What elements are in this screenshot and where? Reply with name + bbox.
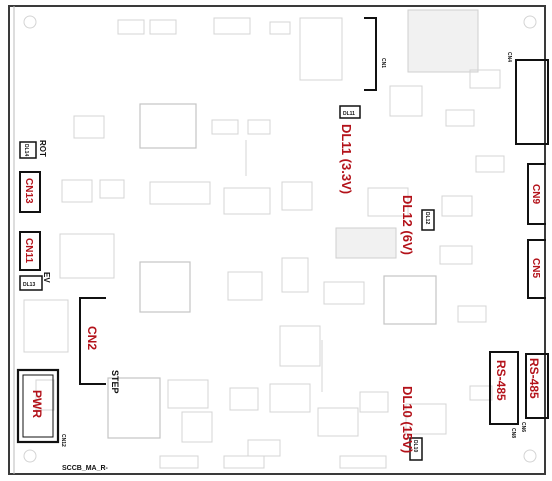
- pwr-connector: PWR CN12: [16, 368, 66, 447]
- dl12-tag: DL12: [424, 212, 430, 224]
- rs485-cn6-connector: RS-485 CN6: [520, 353, 549, 432]
- cn13-label: CN13: [23, 178, 34, 204]
- rs485-b-label: RS-485: [527, 358, 541, 399]
- cn2-label: CN2: [85, 326, 99, 350]
- dl12-label: DL12 (6V): [400, 195, 415, 255]
- pwr-label: PWR: [30, 390, 44, 418]
- ev-led: DL13 EV: [19, 272, 51, 291]
- cn5-label: CN5: [530, 258, 541, 278]
- cn1-bracket: CN1: [364, 17, 386, 91]
- cn6-label: CN6: [520, 422, 526, 432]
- cn9-connector: CN9: [527, 163, 546, 225]
- board-id: SCCB_MA_R-: [62, 465, 109, 472]
- cn12-label: CN12: [60, 434, 66, 447]
- ev-label: EV: [42, 272, 51, 283]
- background-components: [23, 9, 537, 469]
- dl10-label: DL10 (15V): [400, 386, 415, 453]
- cn4-connector: CN4: [506, 52, 549, 145]
- dl13-tag: DL13: [23, 282, 35, 288]
- rs485-cn8-connector: RS-485 CN8: [489, 351, 519, 438]
- cn2-connector: CN2 STEP: [79, 297, 120, 394]
- cn5-connector: CN5: [527, 239, 546, 299]
- dl11-led: DL11 DL11 (3.3V): [339, 105, 361, 194]
- rs485-a-label: RS-485: [494, 360, 508, 401]
- cn13-connector: CN13: [19, 171, 41, 213]
- step-label: STEP: [110, 370, 120, 394]
- dl11-tag: DL11: [343, 111, 355, 117]
- dl14-tag: DL14: [23, 144, 29, 156]
- cn11-label: CN11: [23, 238, 34, 263]
- cn8-label: CN8: [510, 428, 516, 438]
- dl12-led: DL12 DL12 (6V): [400, 195, 435, 255]
- dl10-tag: DL10: [412, 440, 418, 452]
- rot-label: ROT: [38, 140, 47, 157]
- cn1-label: CN1: [380, 58, 386, 68]
- cn4-label: CN4: [506, 52, 512, 62]
- board-outline: [8, 5, 546, 475]
- rot-led: DL14 ROT: [19, 140, 47, 159]
- dl11-label: DL11 (3.3V): [339, 124, 354, 194]
- cn11-connector: CN11: [19, 231, 41, 271]
- dl10-led: DL10 DL10 (15V): [400, 386, 423, 461]
- cn9-label: CN9: [530, 184, 541, 204]
